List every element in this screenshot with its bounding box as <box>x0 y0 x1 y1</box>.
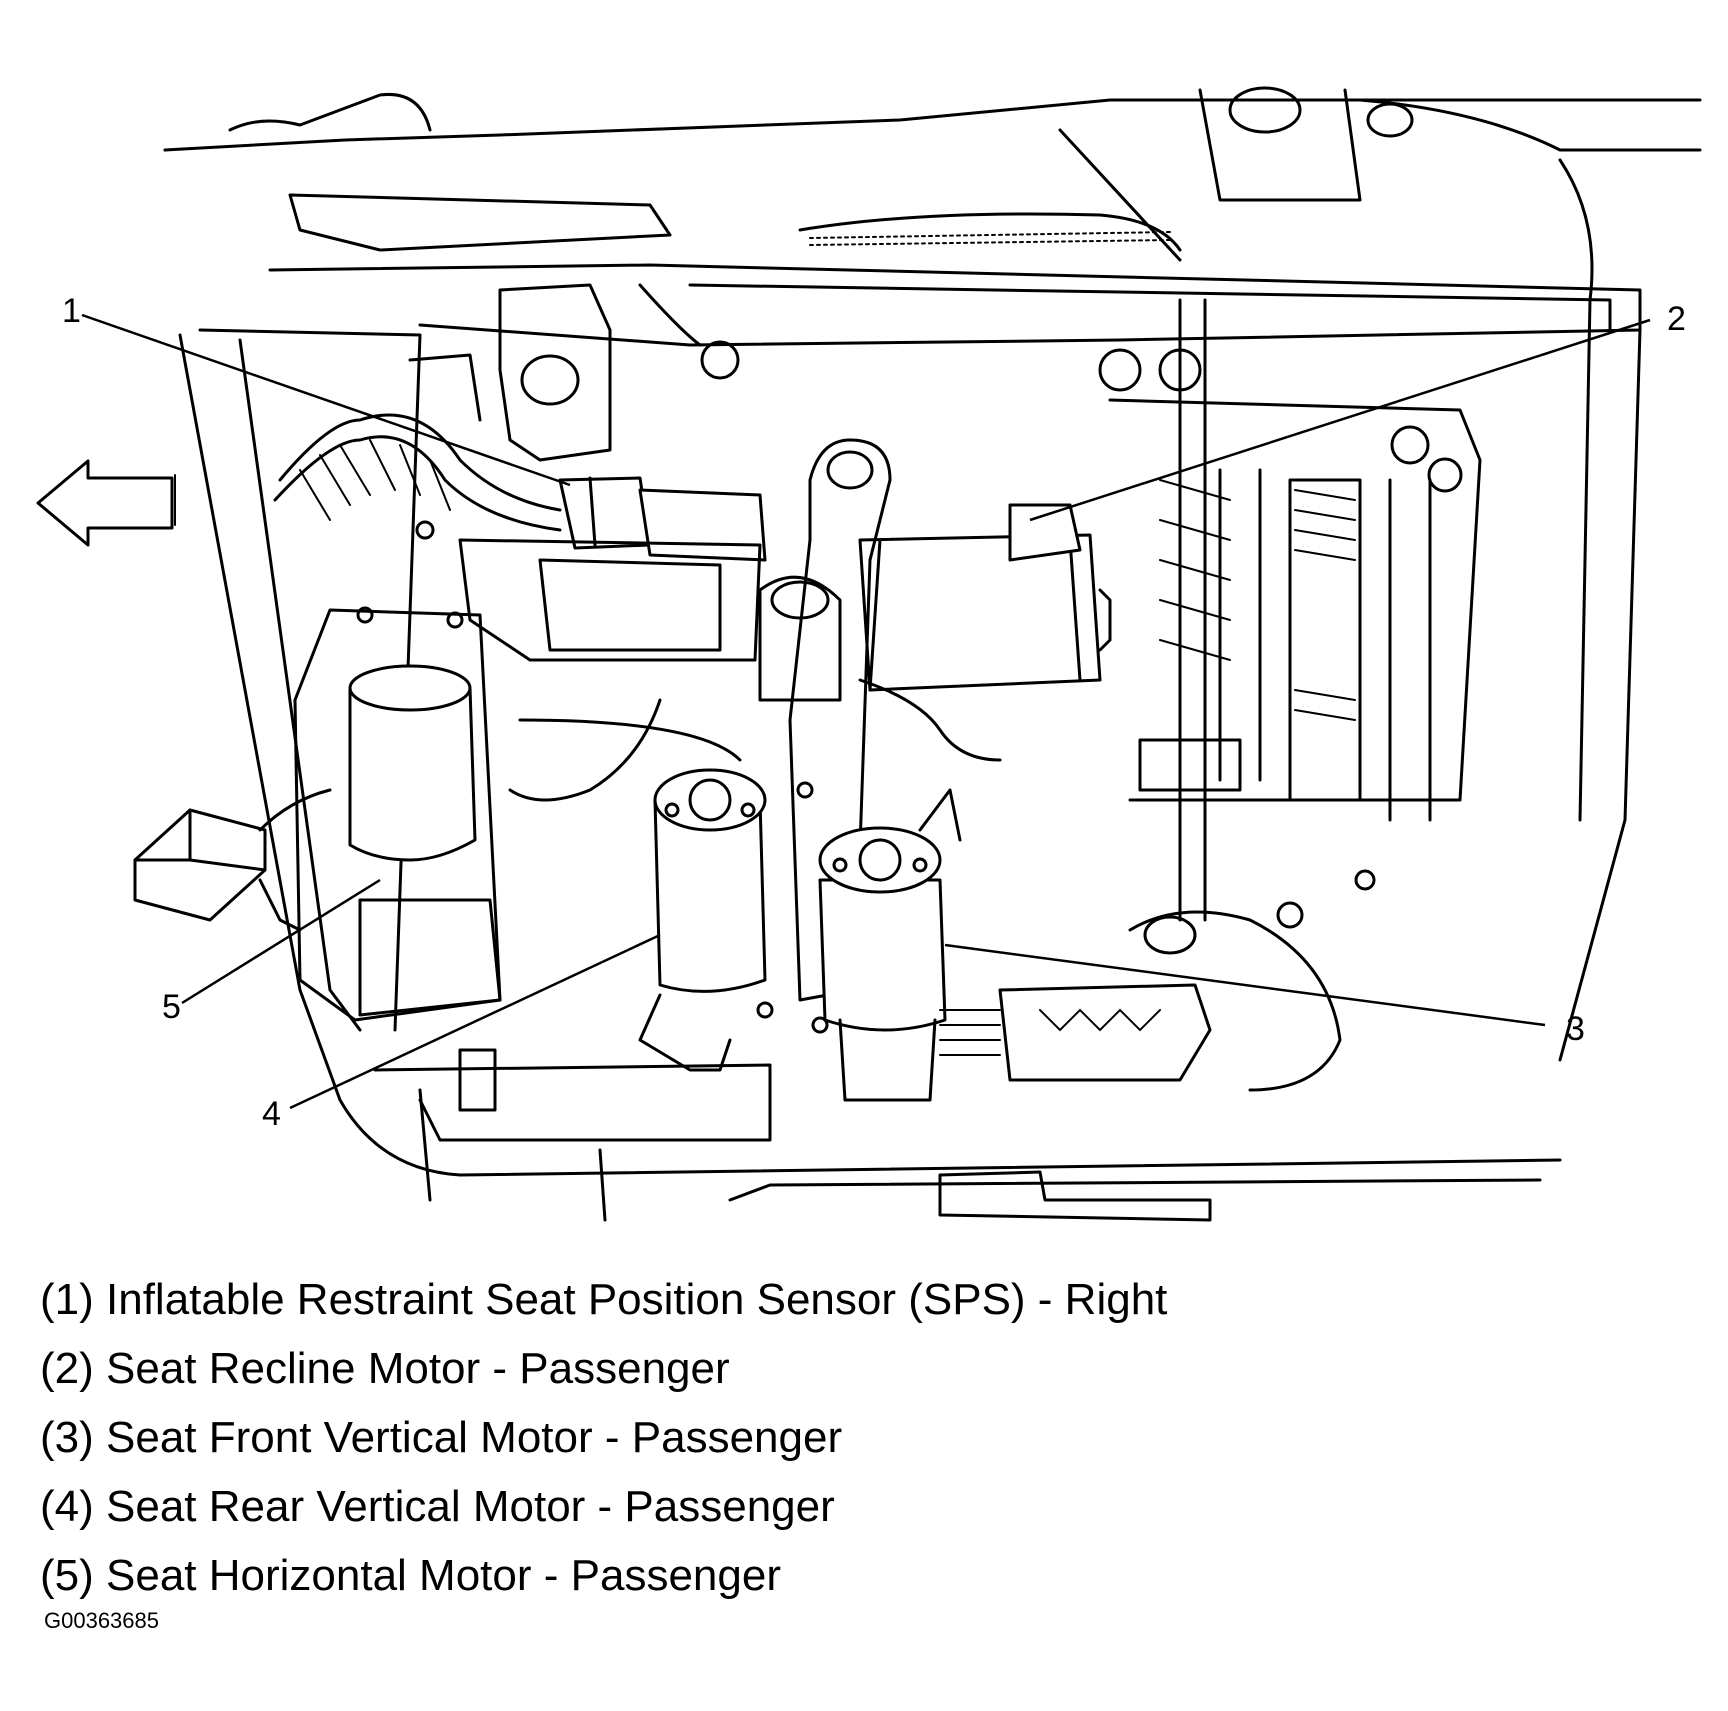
callout-5: 5 <box>162 988 181 1026</box>
direction-arrow-icon <box>36 459 174 547</box>
seat-frame-illustration: 1 2 3 4 5 <box>36 86 1702 1222</box>
legend-item: (2) Seat Recline Motor - Passenger <box>40 1344 730 1393</box>
callout-4: 4 <box>262 1095 281 1133</box>
callout-2: 2 <box>1667 300 1686 338</box>
legend-item: (3) Seat Front Vertical Motor - Passenge… <box>40 1413 843 1462</box>
callout-1: 1 <box>62 292 81 330</box>
component-legend: (1) Inflatable Restraint Seat Position S… <box>40 1265 1167 1610</box>
callout-3: 3 <box>1566 1010 1585 1048</box>
legend-item: (5) Seat Horizontal Motor - Passenger <box>40 1551 781 1600</box>
figure-id: G00363685 <box>44 1608 159 1633</box>
legend-item: (4) Seat Rear Vertical Motor - Passenger <box>40 1482 835 1531</box>
legend-item: (1) Inflatable Restraint Seat Position S… <box>40 1275 1168 1324</box>
